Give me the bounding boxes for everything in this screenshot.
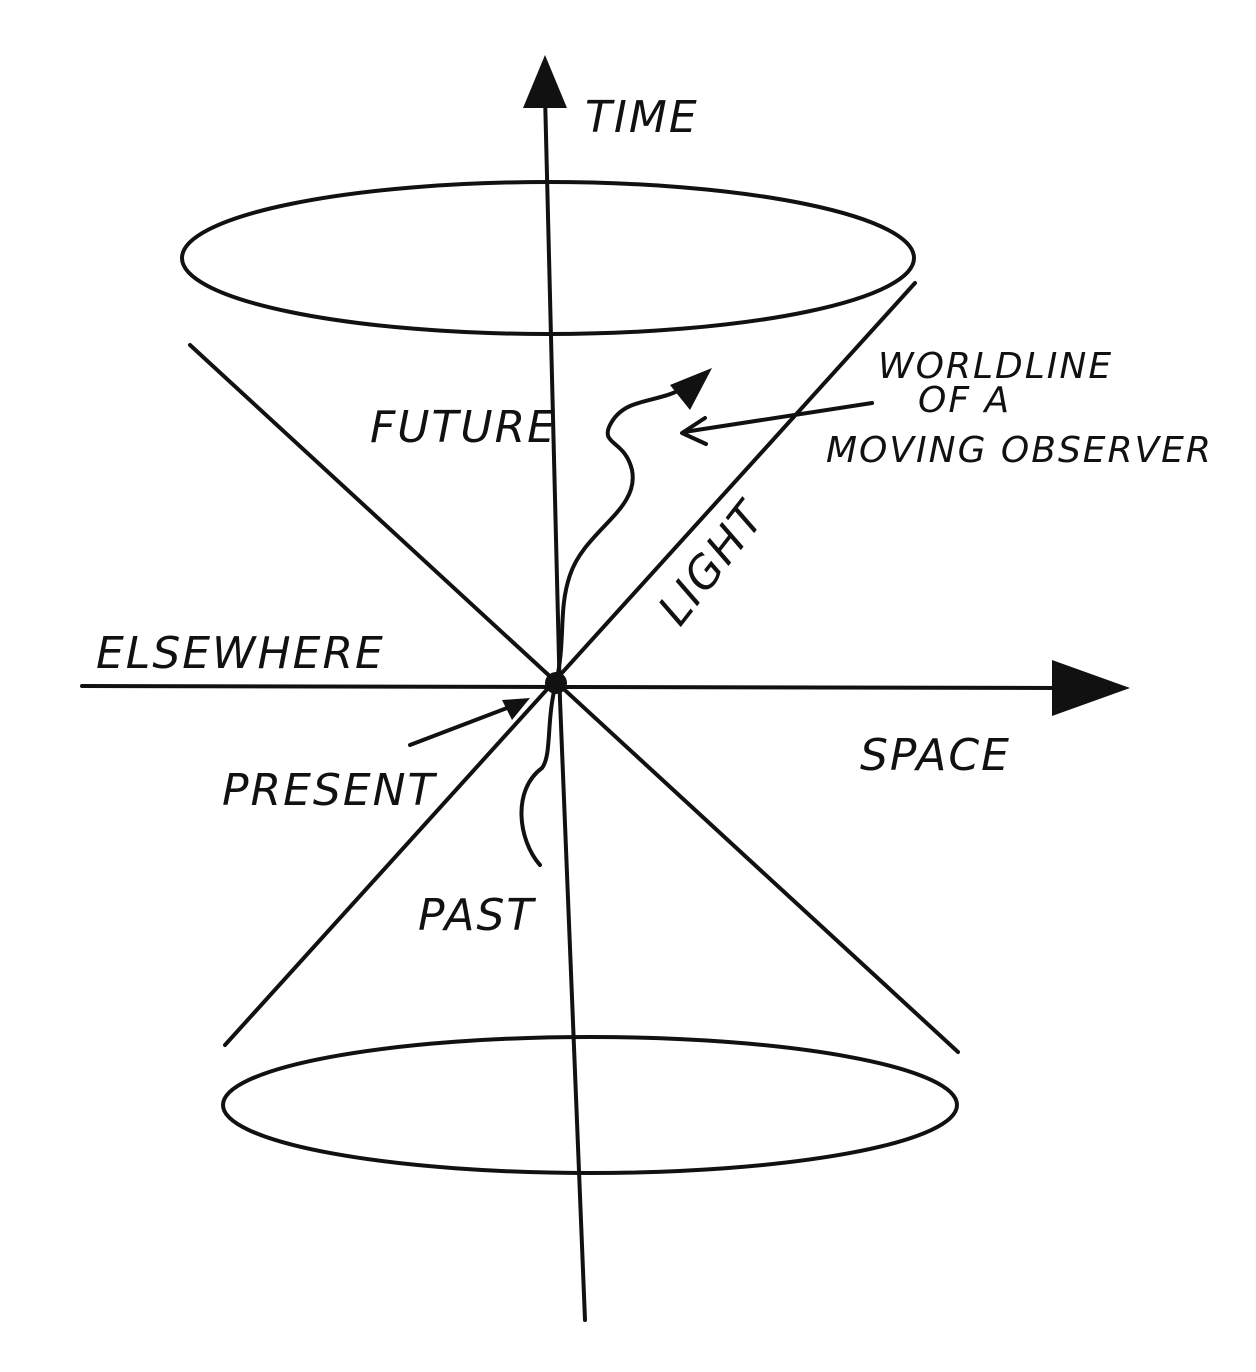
light-cone-line-2 [223, 281, 917, 1047]
worldline-label-line-2: OF A [918, 380, 1011, 421]
worldline-pointer-arrow [680, 401, 874, 446]
space-arrowhead-icon [1052, 660, 1130, 716]
light-cone-line-1 [188, 343, 960, 1054]
future-cone-ellipse [180, 180, 916, 336]
worldline-arrowhead-icon [670, 368, 712, 410]
worldline-label-line-1: WORLDLINE [878, 346, 1113, 387]
elsewhere-label: ELSEWHERE [96, 628, 385, 679]
time-label: TIME [585, 92, 699, 143]
worldline [519, 368, 712, 867]
time-axis [523, 55, 587, 1322]
worldline-label-line-3: MOVING OBSERVER [826, 430, 1213, 471]
time-arrowhead-icon [523, 55, 567, 108]
space-label: SPACE [860, 730, 1011, 781]
present-pointer-arrow [408, 698, 530, 747]
light-label: LIGHT [648, 491, 776, 635]
present-label: PRESENT [222, 765, 438, 816]
future-label: FUTURE [370, 402, 557, 453]
past-cone-ellipse [221, 1035, 959, 1175]
space-axis [80, 660, 1130, 716]
past-label: PAST [418, 890, 536, 941]
